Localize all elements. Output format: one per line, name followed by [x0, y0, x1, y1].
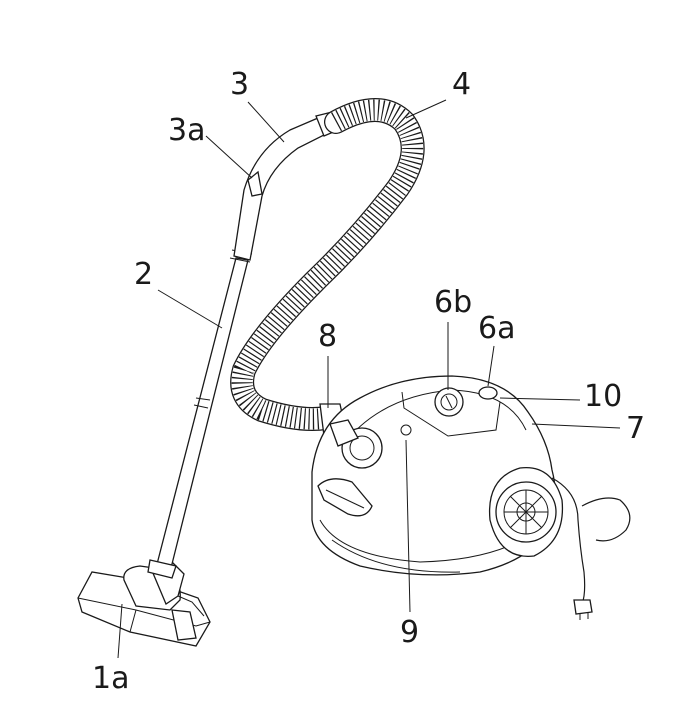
vacuum-body: [311, 375, 564, 576]
label-2: 2: [134, 257, 154, 292]
label-6b: 6b: [434, 285, 473, 320]
label-9: 9: [400, 615, 420, 650]
telescopic-tube: [147, 249, 253, 579]
label-10: 10: [584, 379, 623, 414]
label-3: 3: [230, 67, 250, 102]
leader-lines: [117, 99, 621, 659]
label-6a: 6a: [478, 311, 516, 346]
label-4: 4: [452, 67, 472, 102]
label-8: 8: [318, 319, 338, 354]
power-cord: [551, 477, 631, 620]
handle: [233, 111, 339, 261]
label-7: 7: [626, 411, 646, 446]
label-3a: 3a: [168, 113, 206, 148]
floor-nozzle: [77, 559, 211, 647]
label-1a: 1a: [92, 661, 130, 696]
